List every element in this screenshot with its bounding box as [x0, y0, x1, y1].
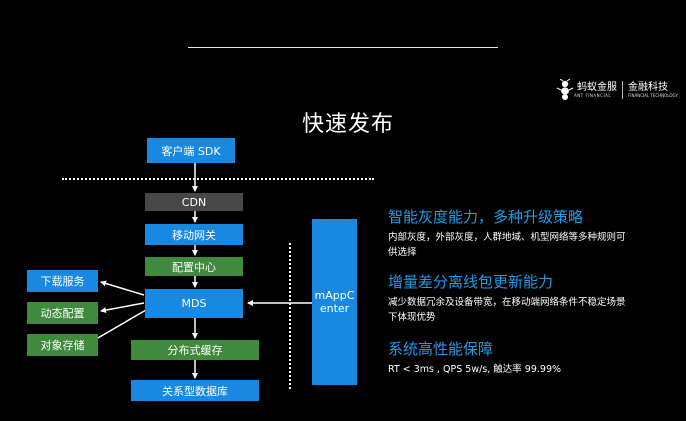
cdn-box: CDN — [145, 193, 243, 211]
config-center-box: 配置中心 — [145, 257, 243, 276]
arrow-mds-to-download — [100, 280, 145, 296]
feature-item: 系统高性能保障 RT < 3ms , QPS 5w/s, 触达率 99.99% — [388, 338, 561, 377]
feature-description-line: 减少数据冗余及设备带宽，在移动端网络条件不稳定场景 — [388, 297, 626, 308]
logo-brand-en: ANT FINANCIAL — [574, 92, 612, 98]
ant-logo-icon — [556, 79, 574, 100]
logo-brand-cn: 蚂蚁金服 — [577, 81, 617, 93]
relational-db-box: 关系型数据库 — [131, 380, 259, 401]
dotted-separator-horizontal — [62, 178, 374, 180]
distributed-cache-box: 分布式缓存 — [131, 340, 259, 360]
dynamic-config-box: 动态配置 — [27, 302, 98, 324]
feature-heading: 智能灰度能力，多种升级策略 — [388, 208, 584, 226]
feature-heading: 系统高性能保障 — [388, 340, 494, 358]
page-title: 快速发布 — [302, 112, 395, 137]
feature-description-line: 下体现优势 — [388, 312, 436, 323]
feature-description-line: 内部灰度，外部灰度，人群地域、机型网络等多种规则可 — [388, 232, 626, 243]
top-divider-line — [188, 47, 498, 48]
mappcenter-label-line1: mAppC — [314, 289, 355, 302]
mobile-gateway-box: 移动网关 — [145, 224, 243, 245]
feature-description-line: 供选择 — [388, 247, 417, 258]
mappcenter-box: mAppC enter — [312, 219, 357, 385]
mappcenter-label-line2: enter — [319, 302, 350, 315]
feature-item: 智能灰度能力，多种升级策略 内部灰度，外部灰度，人群地域、机型网络等多种规则可 … — [388, 206, 626, 260]
feature-heading: 增量差分离线包更新能力 — [388, 273, 554, 291]
object-storage-box: 对象存储 — [27, 334, 98, 356]
mds-box: MDS — [145, 289, 243, 318]
arrow-mds-to-dynamic-config — [100, 302, 145, 314]
client-sdk-box: 客户端 SDK — [147, 138, 235, 163]
logo-separator — [622, 81, 623, 99]
logo-unit-cn: 金融科技 — [628, 81, 668, 93]
feature-item: 增量差分离线包更新能力 减少数据冗余及设备带宽，在移动端网络条件不稳定场景 下体… — [388, 271, 626, 325]
logo-unit-en: FINANCIAL TECHNOLOGY — [628, 92, 678, 98]
download-service-box: 下载服务 — [27, 270, 98, 292]
feature-description-line: RT < 3ms , QPS 5w/s, 触达率 99.99% — [388, 364, 562, 375]
arrow-mds-to-object-storage — [90, 309, 147, 343]
company-logo: 蚂蚁金服 ANT FINANCIAL 金融科技 FINANCIAL TECHNO… — [556, 79, 678, 101]
dotted-separator-vertical — [289, 243, 291, 389]
